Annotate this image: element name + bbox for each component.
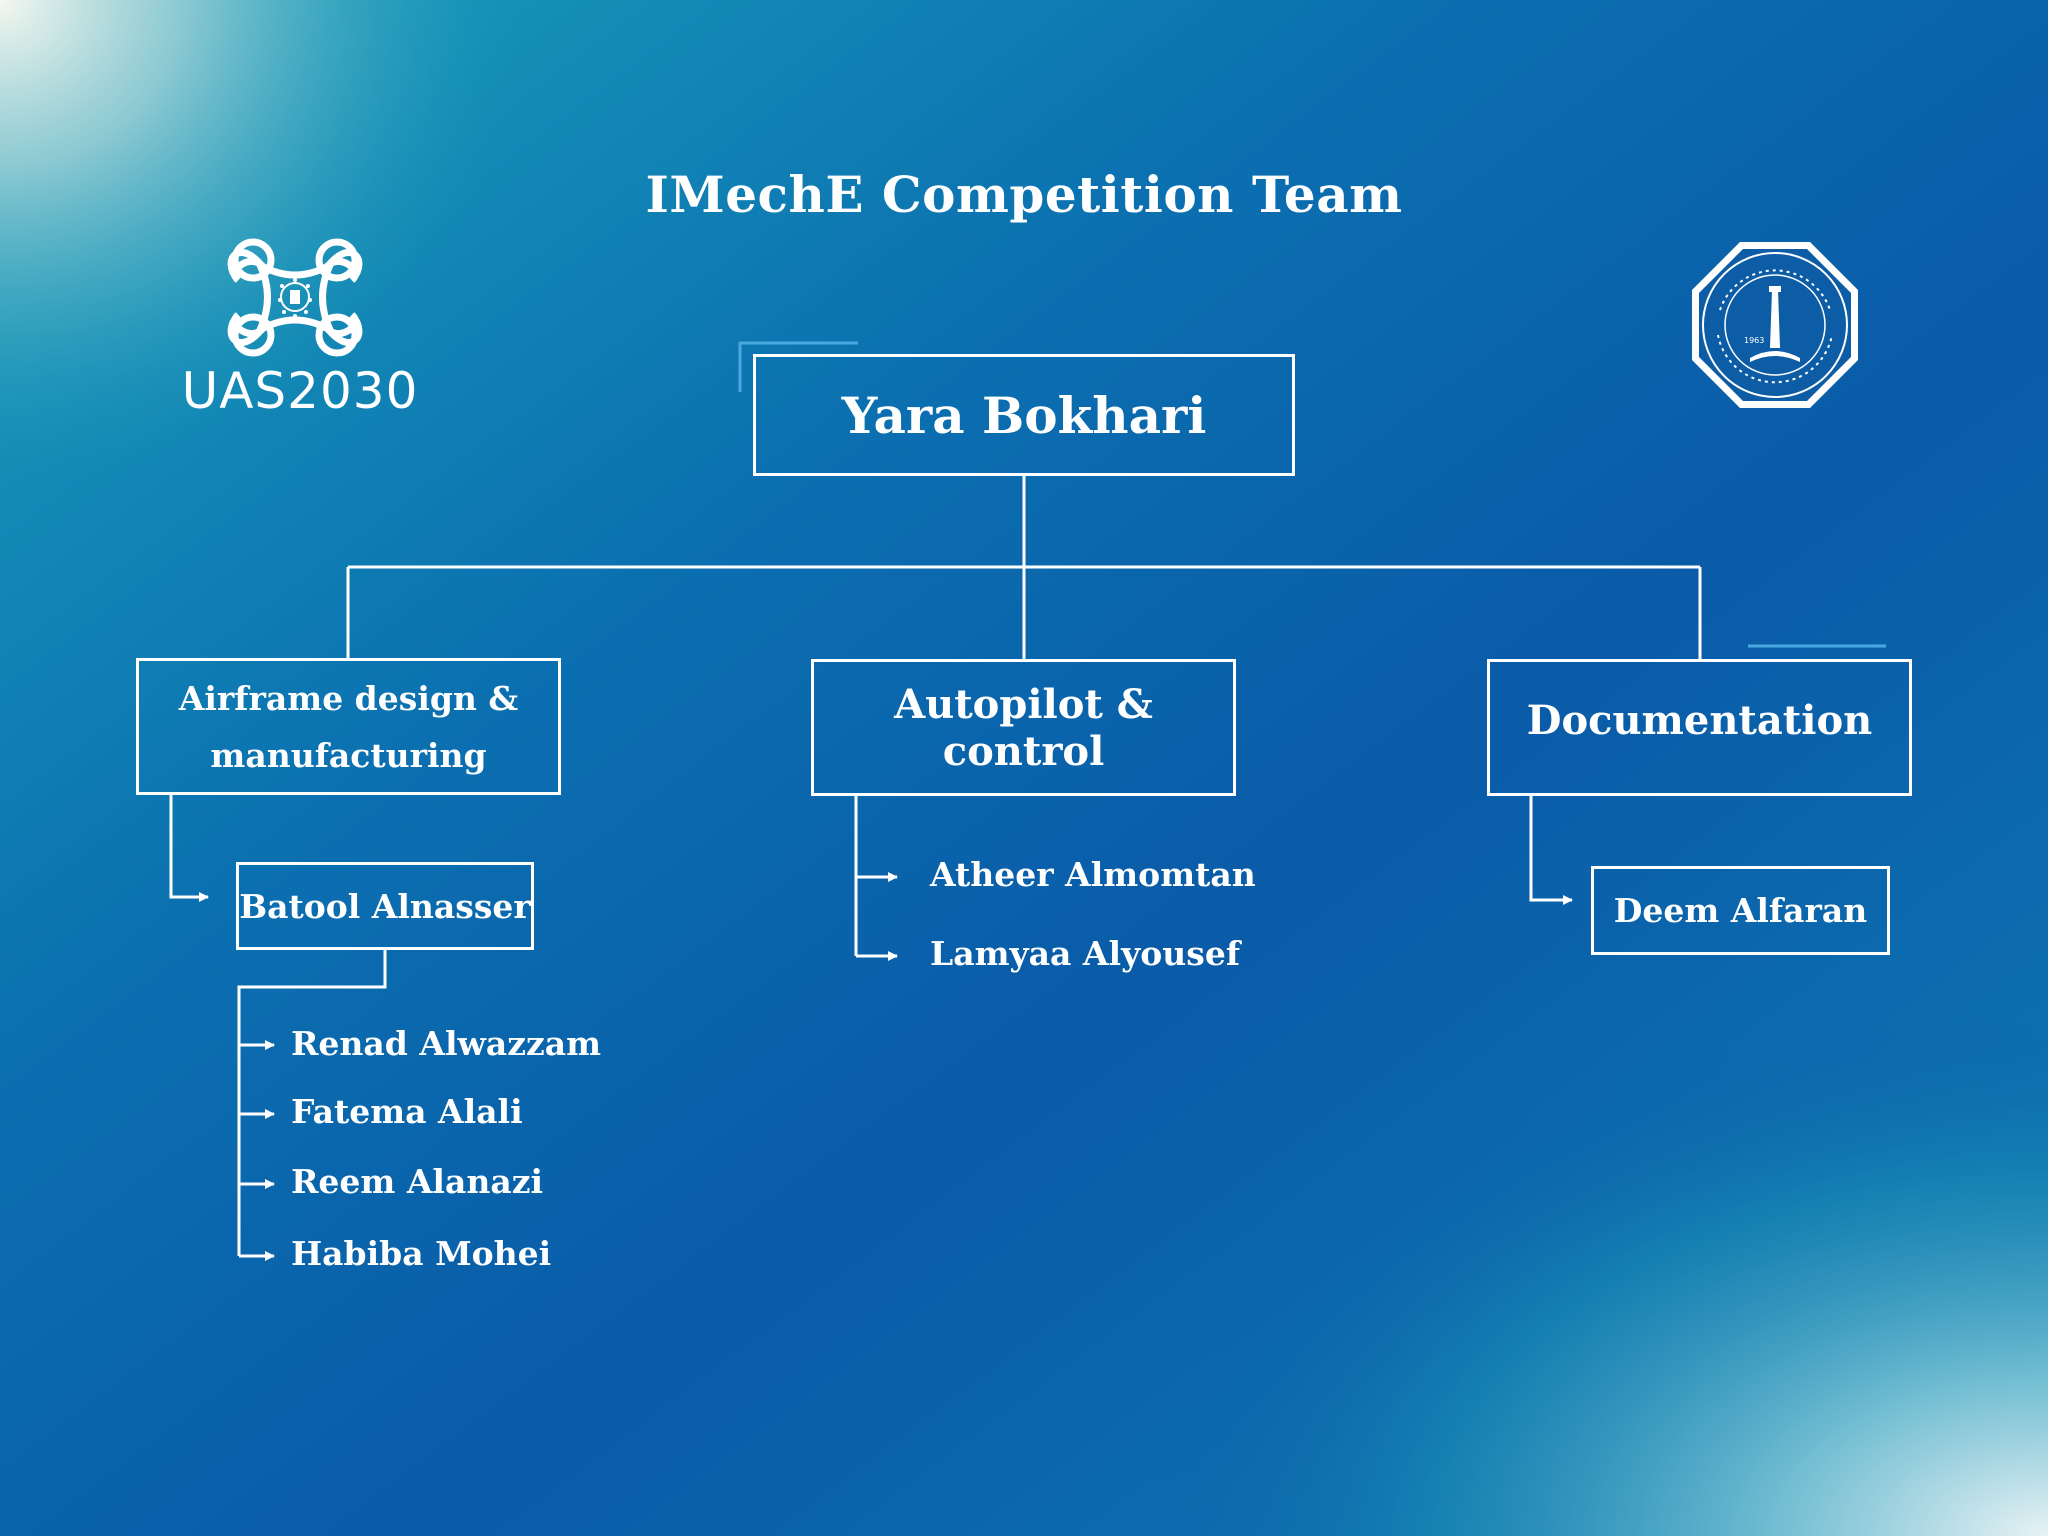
page-title: IMechE Competition Team <box>645 165 1403 224</box>
lead-name-documentation: Deem Alfaran <box>1613 891 1868 930</box>
uas2030-logo: UAS2030 <box>180 230 420 430</box>
drone-icon <box>227 238 363 357</box>
lead-box-documentation: Deem Alfaran <box>1591 866 1890 955</box>
leader-name: Yara Bokhari <box>841 385 1207 445</box>
team-label-airframe-line1: Airframe design & <box>178 678 519 718</box>
member-name: Fatema Alali <box>291 1092 523 1131</box>
university-seal-icon: 1963 <box>1692 242 1858 408</box>
accent-line-leader <box>738 341 858 392</box>
uas2030-logo-text: UAS2030 <box>181 362 419 420</box>
team-label-airframe-line2: manufacturing <box>210 735 487 775</box>
member-name: Renad Alwazzam <box>291 1024 602 1063</box>
team-box-airframe: Airframe design & manufacturing <box>136 658 561 795</box>
member-name: Atheer Almomtan <box>930 855 1256 894</box>
seal-year: 1963 <box>1744 336 1764 345</box>
member-name: Habiba Mohei <box>291 1234 552 1273</box>
team-label-autopilot: Autopilot & control <box>894 680 1153 775</box>
team-box-autopilot: Autopilot & control <box>811 659 1236 796</box>
member-name: Reem Alanazi <box>291 1162 543 1201</box>
member-name: Lamyaa Alyousef <box>930 934 1241 973</box>
lead-box-airframe: Batool Alnasser <box>236 862 534 950</box>
team-label-documentation: Documentation <box>1526 697 1873 744</box>
leader-box: Yara Bokhari <box>753 354 1295 476</box>
team-box-documentation: Documentation <box>1487 659 1912 796</box>
university-seal-logo: 1963 <box>1690 240 1860 410</box>
lead-name-airframe: Batool Alnasser <box>239 886 531 926</box>
